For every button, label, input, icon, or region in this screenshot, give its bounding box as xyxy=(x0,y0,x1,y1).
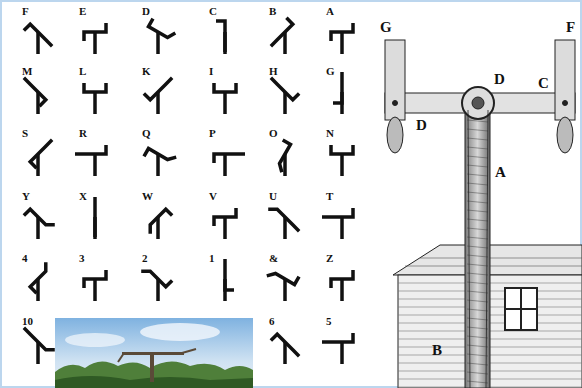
sign-letter: 5 xyxy=(326,316,332,327)
sign-letter: 3 xyxy=(79,253,85,264)
semaphore-sign xyxy=(214,83,236,114)
semaphore-sign xyxy=(331,23,353,54)
semaphore-sign xyxy=(280,140,291,176)
semaphore-sign xyxy=(24,328,55,364)
semaphore-sign xyxy=(24,78,46,114)
sign-letter: N xyxy=(326,128,334,139)
sign-letter: 6 xyxy=(269,316,275,327)
semaphore-sign xyxy=(267,274,299,302)
sign-letter: & xyxy=(269,253,278,264)
sign-letter: E xyxy=(79,6,86,17)
semaphore-sign xyxy=(144,78,172,114)
part-letter: B xyxy=(432,343,442,358)
sign-letter: D xyxy=(142,6,150,17)
sign-letter: O xyxy=(269,128,278,139)
sign-letter: T xyxy=(326,191,333,202)
part-letter: F xyxy=(566,20,575,35)
semaphore-sign xyxy=(333,72,342,114)
semaphore-sign xyxy=(95,197,96,239)
sign-letter: K xyxy=(142,66,151,77)
sign-letter: 10 xyxy=(22,316,33,327)
semaphore-sign xyxy=(30,140,52,176)
semaphore-sign xyxy=(84,23,106,54)
semaphore-sign xyxy=(268,209,299,239)
semaphore-sign xyxy=(84,270,106,301)
sign-letter: 4 xyxy=(22,253,28,264)
semaphore-sign xyxy=(24,209,55,239)
semaphore-sign xyxy=(271,334,299,364)
sign-letter: I xyxy=(209,66,213,77)
sign-letter: H xyxy=(269,66,278,77)
sign-letter: 2 xyxy=(142,253,148,264)
sign-letter: 1 xyxy=(209,253,215,264)
sign-letter: W xyxy=(142,191,153,202)
sign-letter: Q xyxy=(142,128,151,139)
sign-letter: Z xyxy=(326,253,333,264)
semaphore-sign xyxy=(216,21,225,54)
semaphore-sign xyxy=(331,145,353,176)
semaphore-sign xyxy=(214,208,236,239)
sign-letter: P xyxy=(209,128,216,139)
semaphore-sign xyxy=(214,154,245,176)
sign-letter: V xyxy=(209,191,217,202)
telegraph-engraving xyxy=(385,40,582,388)
sign-letter: X xyxy=(79,191,87,202)
semaphore-sign xyxy=(150,209,172,239)
semaphore-sign xyxy=(331,270,353,301)
sign-letter: A xyxy=(326,6,334,17)
sign-letter: C xyxy=(209,6,217,17)
semaphore-signs xyxy=(24,18,353,364)
semaphore-sign xyxy=(84,83,106,114)
semaphore-sign xyxy=(141,271,172,301)
semaphore-sign xyxy=(144,149,176,177)
semaphore-sign xyxy=(30,262,46,301)
inset-photo xyxy=(55,318,253,388)
semaphore-sign xyxy=(148,19,175,54)
sign-letter: G xyxy=(326,66,335,77)
semaphore-sign xyxy=(24,24,52,54)
semaphore-sign xyxy=(271,78,299,114)
semaphore-sign xyxy=(271,18,293,54)
part-letter: D xyxy=(416,118,427,133)
part-letter: G xyxy=(380,20,392,35)
semaphore-sign xyxy=(322,208,353,239)
semaphore-sign xyxy=(75,145,106,176)
sign-letter: R xyxy=(79,128,87,139)
sign-letter: M xyxy=(22,66,32,77)
sign-letter: F xyxy=(22,6,29,17)
semaphore-sign xyxy=(225,259,234,301)
sign-letter: S xyxy=(22,128,28,139)
sign-letter: B xyxy=(269,6,276,17)
part-letter: D xyxy=(494,72,505,87)
sign-letter: Y xyxy=(22,191,30,202)
part-letter: C xyxy=(538,76,549,91)
part-letter: A xyxy=(495,165,506,180)
sign-letter: U xyxy=(269,191,277,202)
semaphore-sign xyxy=(322,333,353,364)
sign-letter: L xyxy=(79,66,86,77)
